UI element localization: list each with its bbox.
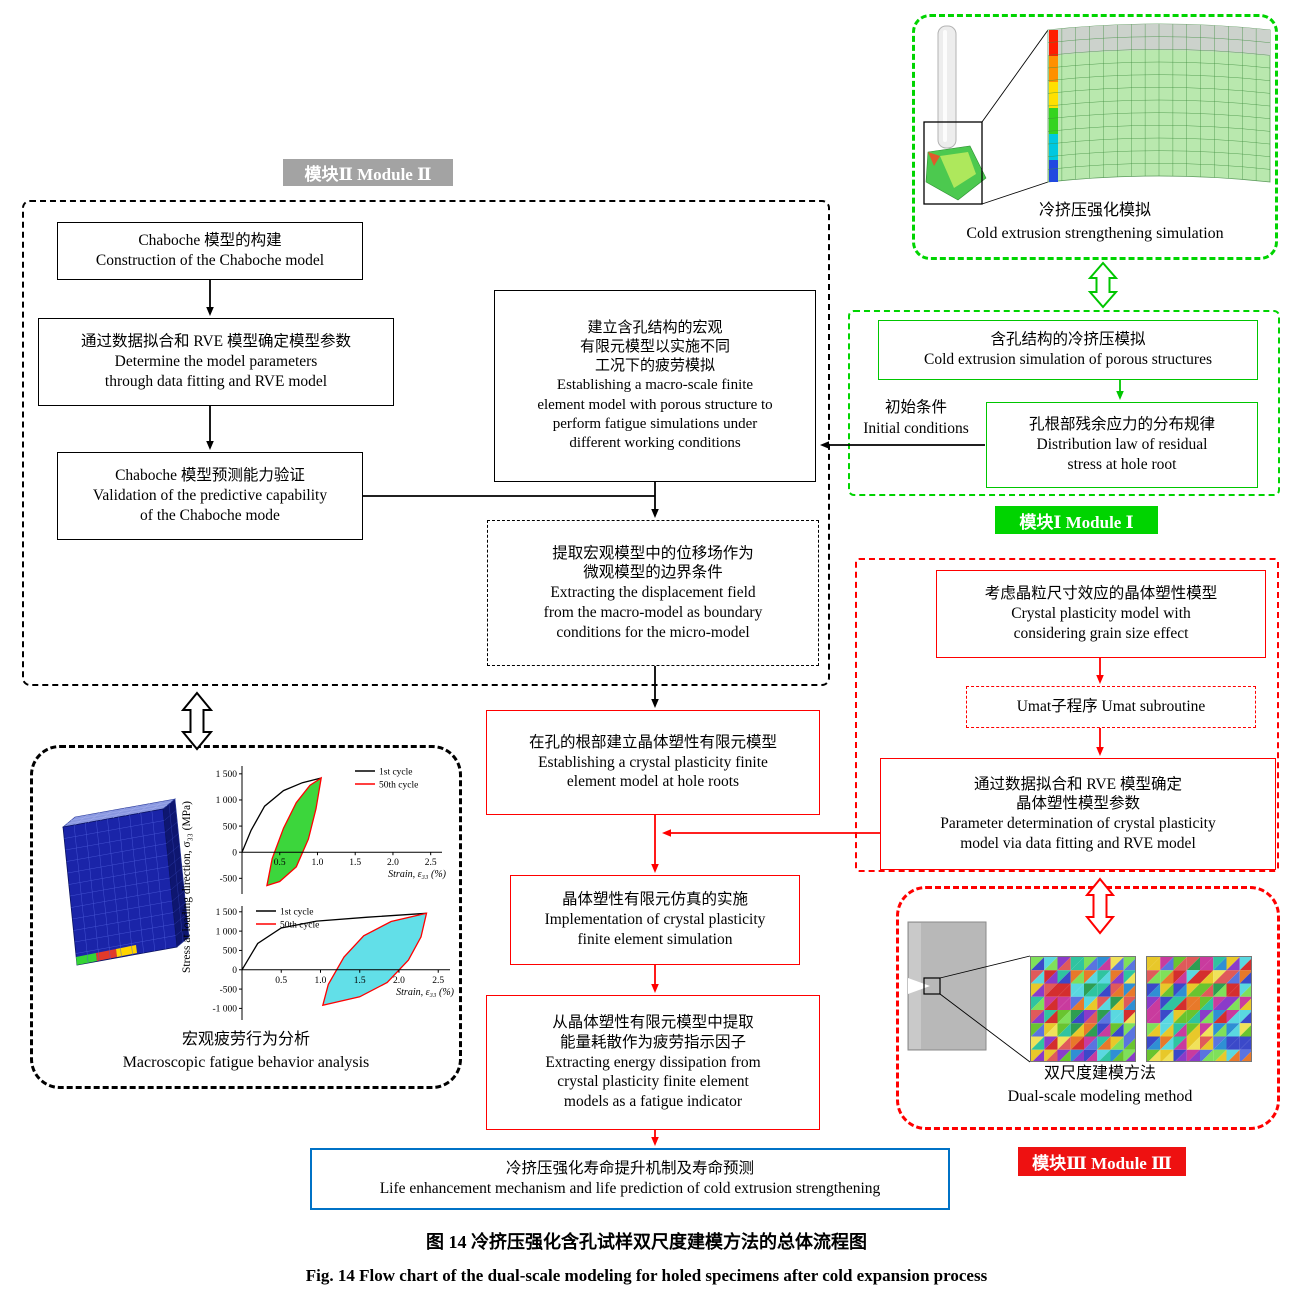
module1-sim-double-arrow-icon — [1087, 261, 1119, 309]
svg-text:1 000: 1 000 — [216, 927, 238, 937]
stress-strain-chart-2: 0.5 1.0 1.5 2.0 2.5 1 500 1 000 500 0 -500 -1 000 S… — [212, 906, 455, 1020]
svg-text:1 000: 1 000 — [216, 796, 238, 806]
svg-text:0: 0 — [232, 848, 237, 858]
svg-text:-500: -500 — [220, 985, 238, 995]
svg-text:1 500: 1 500 — [216, 770, 238, 780]
cold-extrusion-sim-image — [923, 23, 1271, 205]
svg-text:50th cycle: 50th cycle — [280, 921, 319, 931]
zoom-source-rect — [923, 121, 983, 205]
module3-label: 模块Ⅲ Module Ⅲ — [1018, 1147, 1186, 1176]
svg-text:1 500: 1 500 — [216, 908, 238, 918]
svg-text:2.5: 2.5 — [432, 976, 444, 986]
svg-text:1.0: 1.0 — [312, 858, 324, 868]
module2-label: 模块Ⅱ Module Ⅱ — [283, 159, 453, 186]
chart-y-axis-label: Stress at loading direction, σ₃₃ (MPa) — [181, 801, 193, 973]
module2-frame — [22, 200, 830, 686]
microstructure-mosaic-1 — [1030, 956, 1136, 1062]
svg-text:1st cycle: 1st cycle — [280, 908, 314, 918]
svg-text:500: 500 — [223, 947, 238, 957]
svg-text:500: 500 — [223, 822, 238, 832]
figure-caption-en: Fig. 14 Flow chart of the dual-scale mod… — [305, 1266, 988, 1285]
svg-text:1.5: 1.5 — [354, 976, 366, 986]
module1-frame — [848, 310, 1280, 496]
stress-strain-chart-1: 0.5 1.0 1.5 2.0 2.5 1 500 1 000 500 0 -500 Strain,… — [216, 766, 447, 894]
svg-text:-1 000: -1 000 — [212, 1005, 237, 1015]
figure-caption-zh: 图 14 冷挤压强化含孔试样双尺度建模方法的总体流程图 — [426, 1232, 867, 1252]
macro-fatigue-frame — [30, 745, 462, 1089]
svg-text:0.5: 0.5 — [274, 858, 286, 868]
svg-text:1.0: 1.0 — [315, 976, 327, 986]
zoom-source-rect — [923, 977, 941, 995]
svg-text:Strain, ε₃₃ (%): Strain, ε₃₃ (%) — [396, 987, 455, 998]
svg-text:1st cycle: 1st cycle — [379, 768, 413, 778]
svg-text:2.0: 2.0 — [393, 976, 405, 986]
svg-text:0: 0 — [232, 966, 237, 976]
svg-text:-500: -500 — [220, 875, 238, 885]
svg-text:2.5: 2.5 — [425, 858, 437, 868]
svg-text:1.5: 1.5 — [349, 858, 361, 868]
svg-text:0.5: 0.5 — [275, 976, 287, 986]
module1-label: 模块Ⅰ Module Ⅰ — [995, 506, 1158, 534]
module3-params-frame — [855, 558, 1279, 872]
box-umat-subroutine: Umat子程序 Umat subroutine — [966, 686, 1256, 728]
microstructure-mosaic-2 — [1146, 956, 1252, 1062]
module2-fatigue-double-arrow-icon — [180, 691, 214, 751]
svg-text:2.0: 2.0 — [387, 858, 399, 868]
svg-text:Strain, ε₃₃ (%): Strain, ε₃₃ (%) — [388, 869, 447, 880]
specimen-image — [907, 921, 1031, 1063]
cold-extrusion-sim-frame — [912, 14, 1278, 260]
macro-mesh-block-image — [61, 798, 190, 966]
svg-text:50th cycle: 50th cycle — [379, 781, 418, 791]
hole-notch — [908, 978, 930, 994]
